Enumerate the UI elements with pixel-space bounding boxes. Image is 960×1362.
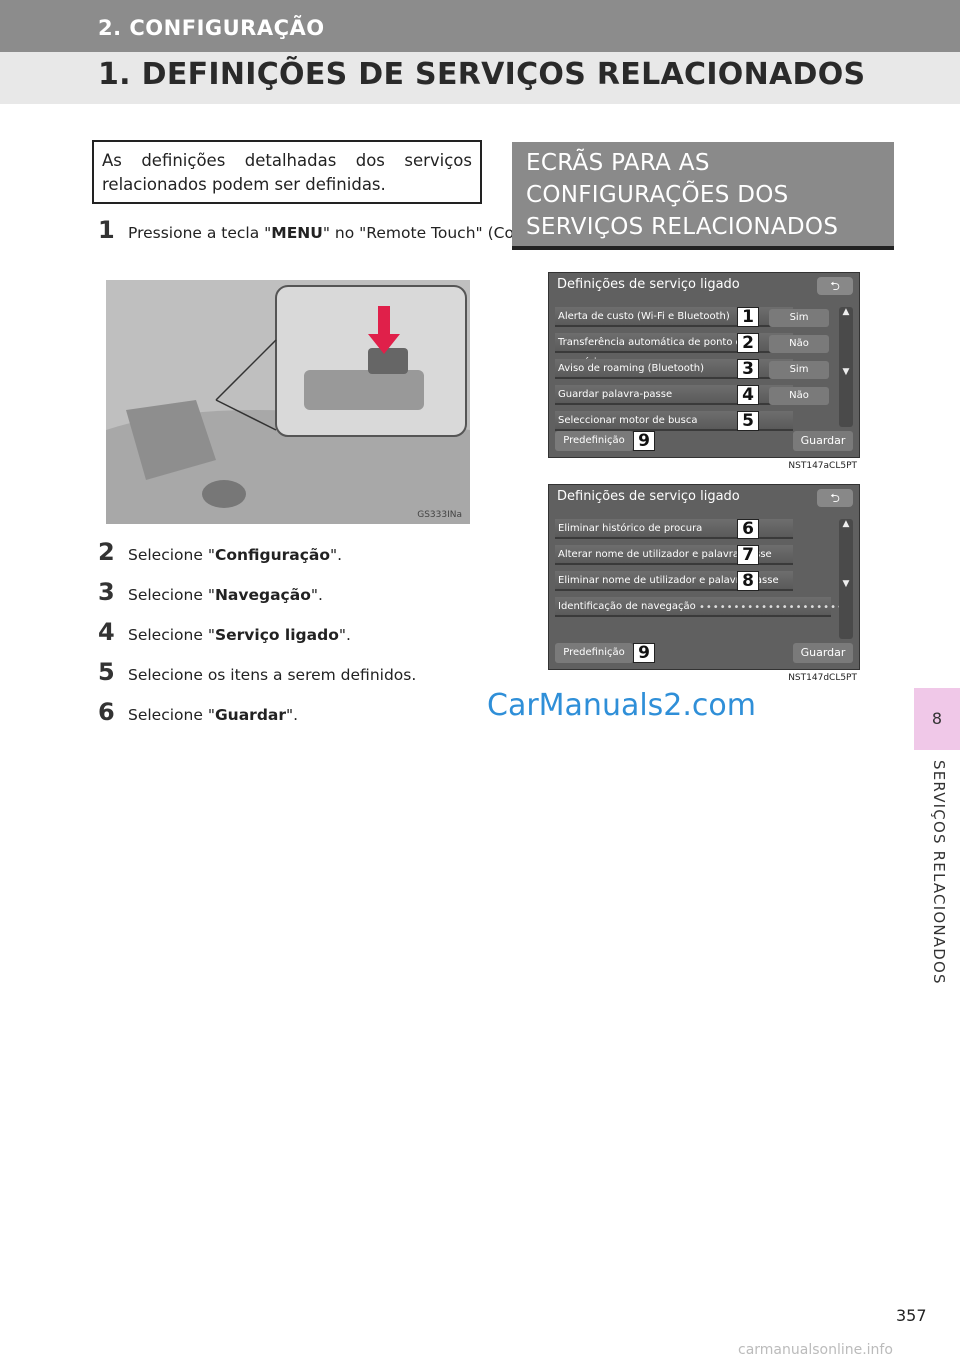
default-button[interactable]: Predefinição xyxy=(555,643,633,663)
step-6: 6 Selecione "Guardar". xyxy=(98,700,298,727)
screens-header-line: SERVIÇOS RELACIONADOS xyxy=(526,214,839,240)
callout-8: 8 xyxy=(737,571,759,591)
save-button[interactable]: Guardar xyxy=(793,431,853,451)
callout-3: 3 xyxy=(737,359,759,379)
step-keyword: Navegação xyxy=(214,586,311,604)
step-text: ". xyxy=(330,546,343,564)
footer-watermark: carmanualsonline.info xyxy=(738,1342,893,1358)
setting-label: Eliminar histórico de procura xyxy=(558,523,703,534)
setting-label: Aviso de roaming (Bluetooth) xyxy=(558,363,705,374)
step-number: 2 xyxy=(98,538,115,566)
setting-label: Alerta de custo (Wi-Fi e Bluetooth) xyxy=(558,311,730,322)
chapter-tab[interactable]: 8 xyxy=(914,688,960,750)
callout-9: 9 xyxy=(633,643,655,663)
callout-7: 7 xyxy=(737,545,759,565)
step-number: 5 xyxy=(98,658,115,686)
callout-4: 4 xyxy=(737,385,759,405)
page-title-band xyxy=(0,52,960,104)
setting-row-save-password[interactable]: Guardar palavra-passe xyxy=(555,385,793,405)
setting-label: Alterar nome de utilizador e palavra-pas… xyxy=(558,549,772,560)
setting-row-cost-alert[interactable]: Alerta de custo (Wi-Fi e Bluetooth) xyxy=(555,307,793,327)
screen-title: Definições de serviço ligado xyxy=(557,277,740,292)
navigation-id-value: ••••••••••••••••••••• xyxy=(699,602,844,613)
step-5: 5 Selecione os itens a serem definidos. xyxy=(98,660,416,687)
setting-value[interactable]: Sim xyxy=(769,361,829,379)
step-text: Selecione " xyxy=(128,546,215,564)
page-title: 1. DEFINIÇÕES DE SERVIÇOS RELACIONADOS xyxy=(98,57,866,92)
step-3: 3 Selecione "Navegação". xyxy=(98,580,323,607)
scrollbar[interactable]: ▲▼ xyxy=(839,307,853,427)
step-keyword: Configuração xyxy=(214,546,331,564)
step-4: 4 Selecione "Serviço ligado". xyxy=(98,620,351,647)
step-text: ". xyxy=(338,626,351,644)
setting-row-navigation-id: Identificação de navegação xyxy=(555,597,831,617)
step-2: 2 Selecione "Configuração". xyxy=(98,540,342,567)
setting-value[interactable]: Não xyxy=(769,387,829,405)
callout-1: 1 xyxy=(737,307,759,327)
step-number: 6 xyxy=(98,698,115,726)
step-keyword: Guardar xyxy=(214,706,287,724)
photo-code: GS333INa xyxy=(417,510,462,520)
back-button[interactable]: ⮌ xyxy=(817,277,853,295)
section-title: 2. CONFIGURAÇÃO xyxy=(98,16,325,40)
setting-row-delete-credentials[interactable]: Eliminar nome de utilizador e palavra-pa… xyxy=(555,571,793,591)
setting-label: Guardar palavra-passe xyxy=(558,389,673,400)
step-text: ". xyxy=(310,586,323,604)
watermark: CarManuals2.com xyxy=(487,688,757,723)
setting-label: Eliminar nome de utilizador e palavra-pa… xyxy=(558,575,779,586)
setting-label: Seleccionar motor de busca xyxy=(558,415,698,426)
step-keyword: Serviço ligado xyxy=(214,626,339,644)
setting-value[interactable]: Sim xyxy=(769,309,829,327)
intro-box: As definições detalhadas dos serviços re… xyxy=(92,140,482,204)
section-header-band xyxy=(0,0,960,52)
callout-6: 6 xyxy=(737,519,759,539)
setting-row-roaming[interactable]: Aviso de roaming (Bluetooth) xyxy=(555,359,793,379)
setting-row-clear-history[interactable]: Eliminar histórico de procura xyxy=(555,519,793,539)
page-number: 357 xyxy=(896,1306,927,1325)
scrollbar[interactable]: ▲▼ xyxy=(839,519,853,639)
step-text: Selecione " xyxy=(128,586,215,604)
setting-row-change-credentials[interactable]: Alterar nome de utilizador e palavra-pas… xyxy=(555,545,793,565)
step-number: 3 xyxy=(98,578,115,606)
screen-title: Definições de serviço ligado xyxy=(557,489,740,504)
step-keyword: MENU xyxy=(271,224,323,242)
setting-label: Identificação de navegação xyxy=(558,601,696,612)
callout-2: 2 xyxy=(737,333,759,353)
step-text: Selecione " xyxy=(128,706,215,724)
callout-5: 5 xyxy=(737,411,759,431)
step-number: 4 xyxy=(98,618,115,646)
chapter-label: SERVIÇOS RELACIONADOS xyxy=(930,760,948,985)
save-button[interactable]: Guardar xyxy=(793,643,853,663)
screens-header: ECRÃS PARA AS CONFIGURAÇÕES DOS SERVIÇOS… xyxy=(512,142,894,250)
settings-screen-1: Definições de serviço ligado ⮌ Alerta de… xyxy=(548,272,860,471)
screen-code: NST147dCL5PT xyxy=(786,673,859,683)
settings-screen-2: Definições de serviço ligado ⮌ Eliminar … xyxy=(548,484,860,683)
setting-value[interactable]: Não xyxy=(769,335,829,353)
setting-row-search-engine[interactable]: Seleccionar motor de busca xyxy=(555,411,793,431)
step-text: Selecione " xyxy=(128,626,215,644)
default-button[interactable]: Predefinição xyxy=(555,431,633,451)
screens-header-line: ECRÃS PARA AS xyxy=(526,150,710,176)
step-text: Pressione a tecla " xyxy=(128,224,272,242)
remote-touch-photo: GS333INa xyxy=(106,280,470,524)
screen-code: NST147aCL5PT xyxy=(786,461,859,471)
step-text: ". xyxy=(286,706,299,724)
step-number: 1 xyxy=(98,216,115,244)
screens-header-line: CONFIGURAÇÕES DOS xyxy=(526,182,789,208)
back-button[interactable]: ⮌ xyxy=(817,489,853,507)
callout-9: 9 xyxy=(633,431,655,451)
step-text: Selecione os itens a serem definidos. xyxy=(128,666,417,684)
